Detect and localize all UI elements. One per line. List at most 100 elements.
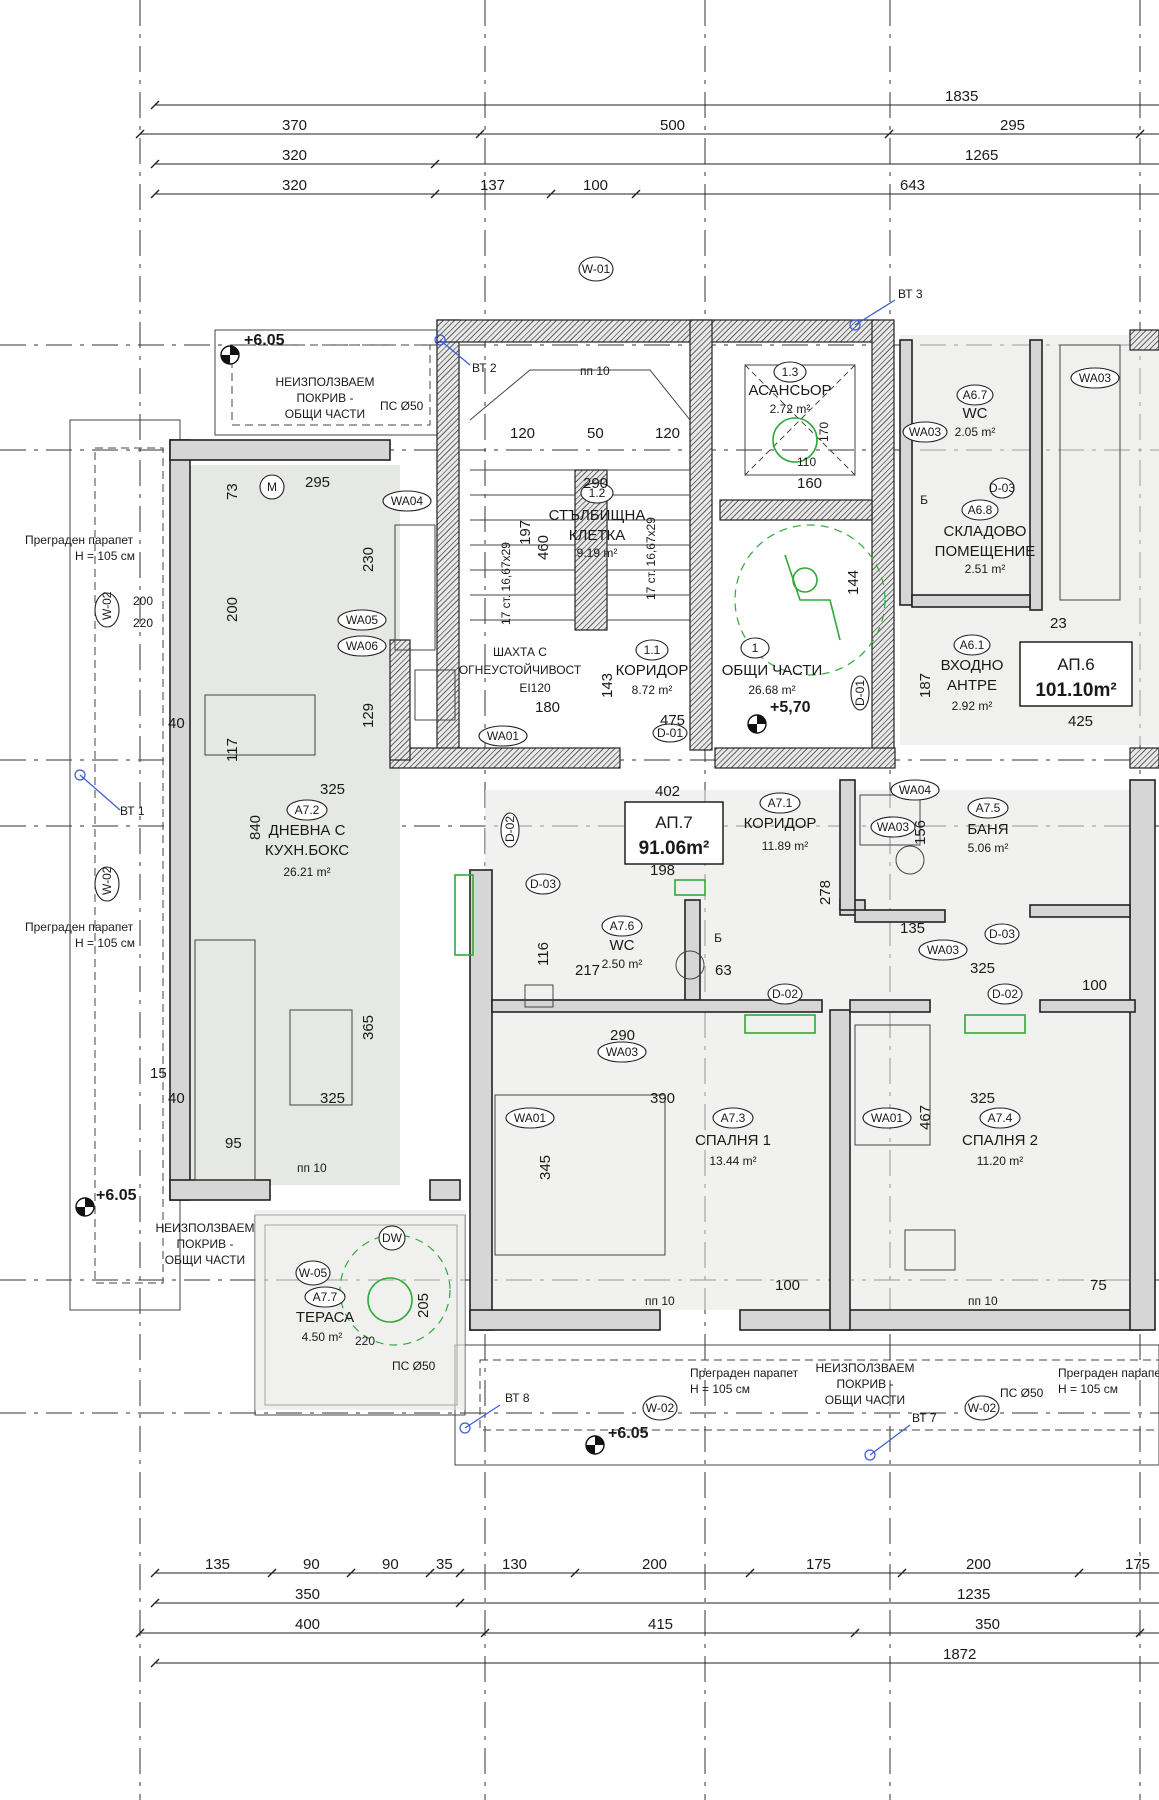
tag-wa04-1: WA04	[391, 494, 424, 508]
dim-bottom-350: 350	[295, 1586, 320, 1603]
floor-note-3: пп 10	[645, 1294, 675, 1308]
room-name-living-1: ДНЕВНА С	[269, 822, 346, 839]
level-marks: +6.05 +6.05 +6.05 +5,70	[75, 332, 811, 1455]
bottom-dimensions: 135 90 90 35 130 200 175 200 175 350 123…	[135, 1556, 1159, 1668]
parapet-2-line1: Преграден парапет	[25, 920, 134, 934]
parapet-4-line1: Преграден парапет	[1058, 1366, 1159, 1380]
parapet-2-line2: Н = 105 см	[75, 936, 135, 950]
dim-230: 230	[360, 547, 377, 572]
floor-fills	[185, 335, 1159, 1410]
tag-d01-1: D-01	[657, 726, 683, 740]
room-area-common: 26.68 m²	[748, 683, 795, 697]
room-name-entrance-2: АНТРЕ	[947, 677, 997, 694]
dim-325-4: 325	[970, 1090, 995, 1107]
room-area-bedroom-1: 13.44 m²	[709, 1154, 756, 1168]
room-name-stair-2: КЛЕТКА	[569, 527, 626, 544]
tag-wa03-2: WA03	[909, 425, 942, 439]
tag-d03-3: D-03	[989, 481, 1015, 495]
room-area-entrance: 2.92 m²	[952, 699, 993, 713]
shaft-line2: ОГНЕУСТОЙЧИВОСТ	[459, 662, 582, 677]
tag-w02-2: W-02	[100, 866, 114, 895]
element-tags: W-01 W-02 W-02 W-02 W-02 W-05 WA01 WA01 …	[94, 256, 1120, 1421]
level-top-left: +6.05	[244, 332, 285, 349]
dim-325-2: 325	[320, 1090, 345, 1107]
tag-wa01-2: WA01	[514, 1111, 547, 1125]
dim-bottom-350b: 350	[975, 1616, 1000, 1633]
room-area-stair: 9.19 m²	[577, 546, 618, 560]
dim-bottom-200a: 200	[642, 1556, 667, 1573]
dim-top-500: 500	[660, 117, 685, 134]
bt-1-label: ВТ 1	[120, 804, 145, 818]
drain-markers: ВТ 1 ВТ 2 ВТ 3 ВТ 7 ВТ 8	[74, 287, 937, 1461]
room-name-bedroom-1: СПАЛНЯ 1	[695, 1132, 771, 1149]
room-code-1-3: 1.3	[782, 365, 799, 379]
apartment-6-label: АП.6	[1057, 655, 1095, 674]
dim-75: 75	[1090, 1277, 1107, 1294]
dim-460: 460	[535, 535, 552, 560]
room-code-a7-5: А7.5	[976, 801, 1001, 815]
apartment-labels: АП.7 91.06m² АП.6 101.10m²	[624, 641, 1133, 865]
level-left: +6.05	[96, 1187, 137, 1204]
dim-100-2: 100	[1082, 977, 1107, 994]
parapet-1-line1: Преграден парапет	[25, 533, 134, 547]
tag-w01: W-01	[582, 262, 611, 276]
dim-40-2: 40	[168, 1090, 185, 1107]
dim-top-370: 370	[282, 117, 307, 134]
dim-425: 425	[1068, 713, 1093, 730]
dim-bottom-130: 130	[502, 1556, 527, 1573]
tag-wa06: WA06	[346, 639, 379, 653]
dim-290-2: 290	[610, 1027, 635, 1044]
dim-135: 135	[900, 920, 925, 937]
room-area-elevator: 2.72 m²	[770, 402, 811, 416]
bt-7-label: ВТ 7	[912, 1411, 937, 1425]
dim-200-1: 200	[224, 597, 241, 622]
dim-bottom-90a: 90	[303, 1556, 320, 1573]
dim-top-295: 295	[1000, 117, 1025, 134]
parapet-1-line2: Н = 105 см	[75, 549, 135, 563]
top-dimensions: 1835 370 500 295 320 1265 320 137 100 64…	[135, 88, 1159, 199]
room-code-a7-6: А7.6	[610, 919, 635, 933]
dim-bottom-1235: 1235	[957, 1586, 990, 1603]
floor-note-2: пп 10	[297, 1161, 327, 1175]
interior-dimensions: 295 73 230 200 200 220 129 117 840 365 3…	[133, 422, 1107, 1348]
dim-143: 143	[599, 673, 616, 698]
stair	[469, 369, 691, 621]
dim-402: 402	[655, 783, 680, 800]
room-name-elevator: АСАНСЬОР	[748, 382, 831, 399]
dim-bottom-35: 35	[436, 1556, 453, 1573]
dim-63: 63	[715, 962, 732, 979]
dim-170: 170	[817, 422, 831, 442]
bt-3-label: ВТ 3	[898, 287, 923, 301]
dim-198: 198	[650, 862, 675, 879]
dim-bottom-175a: 175	[806, 1556, 831, 1573]
tag-wa03-1: WA03	[1079, 371, 1112, 385]
tag-w02-3: W-02	[646, 1401, 675, 1415]
unused-roof-2-line3: ОБЩИ ЧАСТИ	[165, 1253, 245, 1267]
parapet-3-line1: Преграден парапет	[690, 1366, 799, 1380]
dim-top-100: 100	[583, 177, 608, 194]
tag-wa01-3: WA01	[871, 1111, 904, 1125]
parapet-4-line2: Н = 105 см	[1058, 1382, 1118, 1396]
room-area-bedroom-2: 11.20 m²	[977, 1154, 1023, 1168]
dim-197: 197	[517, 520, 534, 545]
furniture	[194, 344, 1121, 1271]
floor-note-1: пп 10	[580, 364, 610, 378]
room-area-living: 26.21 m²	[283, 865, 330, 879]
tag-d02-1: D-02	[503, 816, 517, 842]
dim-110: 110	[797, 455, 816, 469]
dim-217: 217	[575, 962, 600, 979]
dim-187: 187	[917, 673, 934, 698]
room-name-corridor-a7: КОРИДОР	[744, 815, 817, 832]
dim-50: 50	[587, 425, 604, 442]
room-code-a7-7: А7.7	[313, 1290, 338, 1304]
dim-top-1835: 1835	[945, 88, 978, 105]
room-code-a7-3: А7.3	[721, 1111, 746, 1125]
ps50-2: ПС Ø50	[392, 1359, 436, 1373]
dim-160: 160	[797, 475, 822, 492]
tag-w02-1: W-02	[100, 591, 114, 620]
room-code-a6-8: А6.8	[968, 503, 993, 517]
dim-220-2: 220	[355, 1334, 375, 1348]
dim-365: 365	[360, 1015, 377, 1040]
room-code-1-1: 1.1	[644, 643, 661, 657]
unused-roof-1-line3: ОБЩИ ЧАСТИ	[285, 407, 365, 421]
